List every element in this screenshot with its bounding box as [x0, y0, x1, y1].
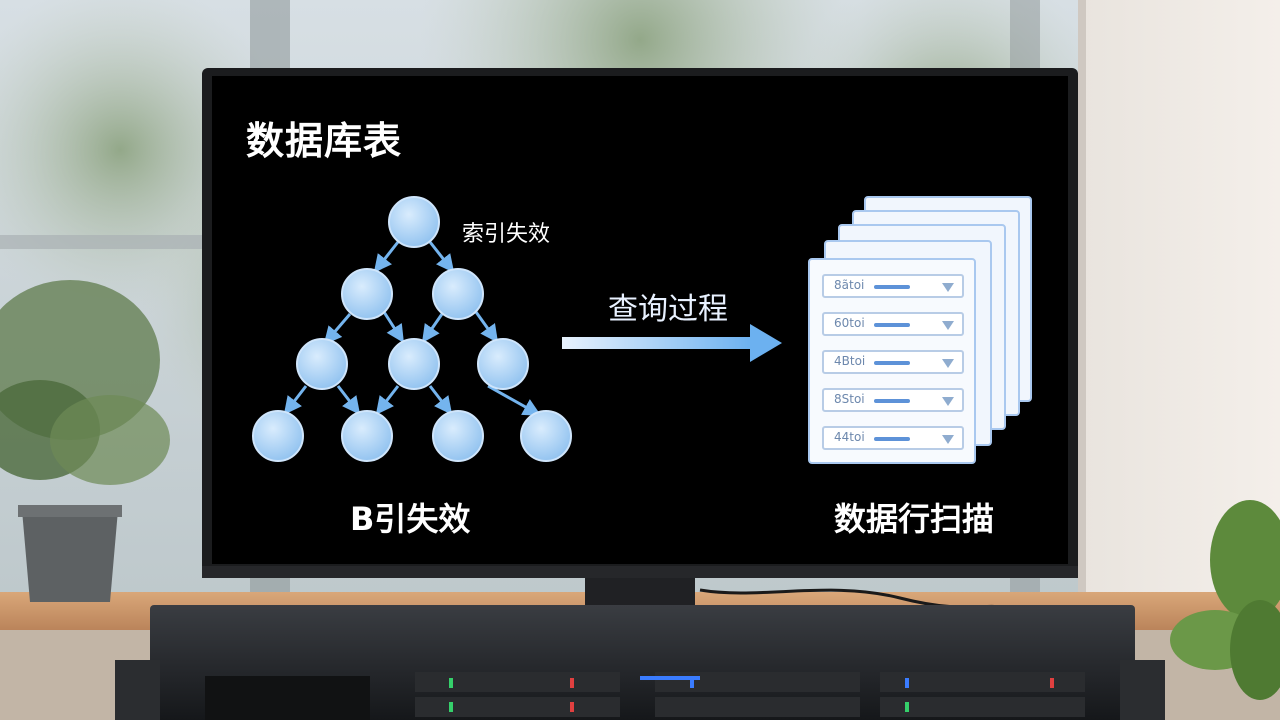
dropdown-caret-icon: [942, 283, 954, 292]
tree-caption: B引失效: [350, 500, 471, 538]
row-field: 60toi: [822, 312, 964, 336]
row-field-text: 60toi: [834, 316, 865, 330]
dropdown-caret-icon: [942, 397, 954, 406]
dropdown-caret-icon: [942, 359, 954, 368]
binary-tree-icon: [252, 196, 782, 462]
row-field: 8ãtoi: [822, 274, 964, 298]
row-field-text: 4Btoi: [834, 354, 866, 368]
rows-caption: 数据行扫描: [834, 500, 995, 538]
data-rows-card: 8ãtoi 60toi 4Btoi 8Stoi 44toi: [808, 258, 976, 464]
query-process-label: 查询过程: [608, 292, 728, 327]
row-field-text: 44toi: [834, 430, 865, 444]
row-field-bar: [874, 437, 910, 441]
row-field: 4Btoi: [822, 350, 964, 374]
row-field-bar: [874, 399, 910, 403]
row-field-text: 8Stoi: [834, 392, 865, 406]
row-field: 44toi: [822, 426, 964, 450]
right-arrow-icon: [562, 324, 782, 362]
index-invalid-label: 索引失效: [462, 222, 551, 247]
dropdown-caret-icon: [942, 321, 954, 330]
row-field: 8Stoi: [822, 388, 964, 412]
row-field-bar: [874, 361, 910, 365]
tree-nodes: [252, 196, 572, 462]
screen-title: 数据库表: [246, 119, 403, 163]
row-field-bar: [874, 285, 910, 289]
dropdown-caret-icon: [942, 435, 954, 444]
row-field-text: 8ãtoi: [834, 278, 865, 292]
monitor-screen: 数据库表: [212, 76, 1068, 564]
row-field-bar: [874, 323, 910, 327]
